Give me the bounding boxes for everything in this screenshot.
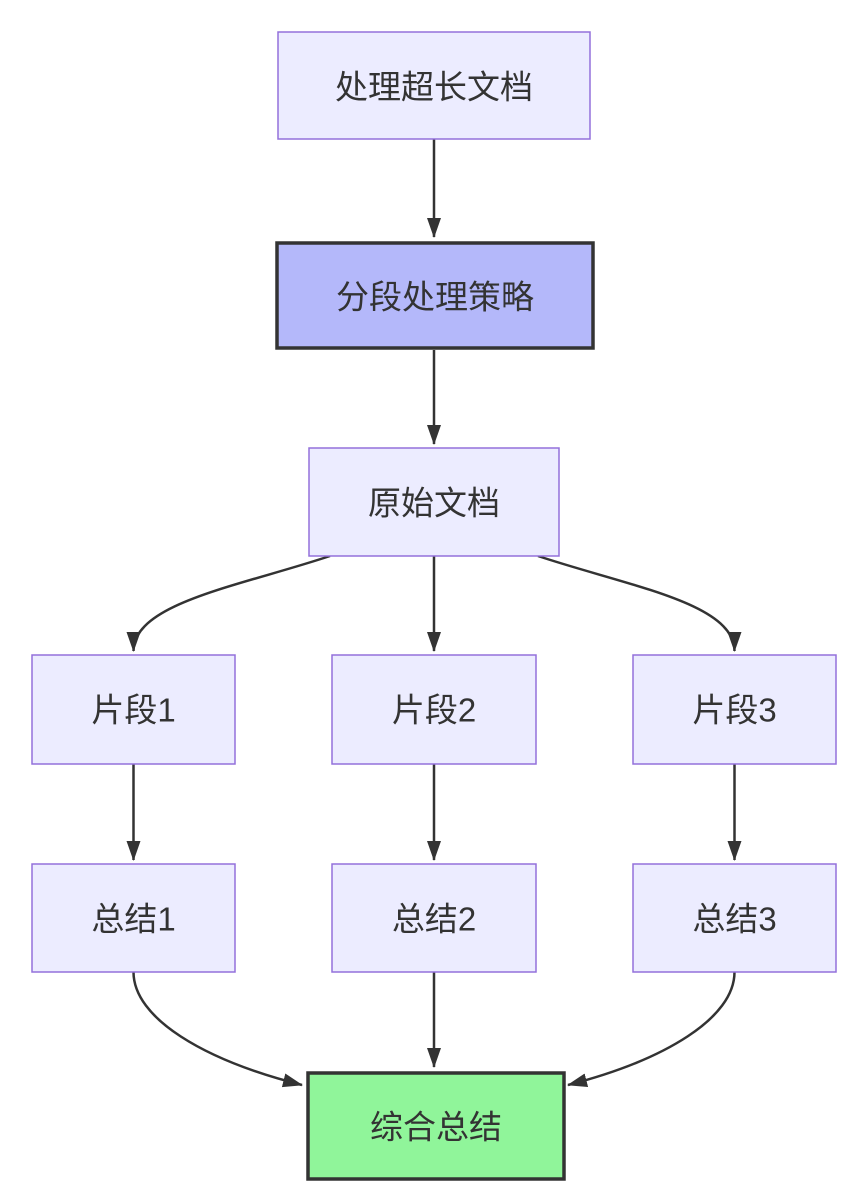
node-summary-1: 总结1	[31, 863, 236, 973]
node-summary-1-label: 总结1	[91, 901, 175, 938]
node-process-long-document-box	[277, 31, 591, 140]
node-fragment-2: 片段2	[331, 654, 537, 765]
edges-layer	[126, 139, 742, 1088]
node-fragment-1-label: 片段1	[91, 692, 175, 729]
node-segmentation-strategy: 分段处理策略	[275, 241, 595, 350]
node-original-document-box	[308, 447, 560, 557]
edge-original-fragment3	[537, 554, 742, 652]
node-summary-3-box	[632, 863, 837, 973]
node-original-document-label: 原始文档	[368, 485, 500, 522]
node-fragment-1-box	[31, 654, 236, 765]
node-process-long-document-label: 处理超长文档	[335, 69, 533, 106]
node-process-long-document: 处理超长文档	[277, 31, 591, 140]
node-fragment-2-label: 片段2	[392, 692, 476, 729]
node-summary-3: 总结3	[632, 863, 837, 973]
node-summary-2: 总结2	[331, 863, 537, 973]
edge-summary3-final	[567, 971, 736, 1088]
node-fragment-1: 片段1	[31, 654, 236, 765]
edge-original-fragment1	[126, 554, 331, 652]
node-fragment-3-box	[632, 654, 837, 765]
edge-summary1-final	[132, 971, 303, 1088]
node-original-document: 原始文档	[308, 447, 560, 557]
node-final-summary: 综合总结	[306, 1071, 566, 1181]
node-summary-1-box	[31, 863, 236, 973]
node-segmentation-strategy-label: 分段处理策略	[336, 279, 534, 316]
node-final-summary-label: 综合总结	[370, 1109, 502, 1146]
node-summary-3-label: 总结3	[692, 901, 776, 938]
node-fragment-3: 片段3	[632, 654, 837, 765]
node-summary-2-box	[331, 863, 537, 973]
nodes-layer: 处理超长文档 分段处理策略 原始文档 片段1 片段2 片段3	[31, 31, 837, 1181]
node-fragment-3-label: 片段3	[692, 692, 776, 729]
node-segmentation-strategy-box	[275, 241, 595, 350]
node-final-summary-box	[306, 1071, 566, 1181]
node-summary-2-label: 总结2	[392, 901, 476, 938]
node-fragment-2-box	[331, 654, 537, 765]
